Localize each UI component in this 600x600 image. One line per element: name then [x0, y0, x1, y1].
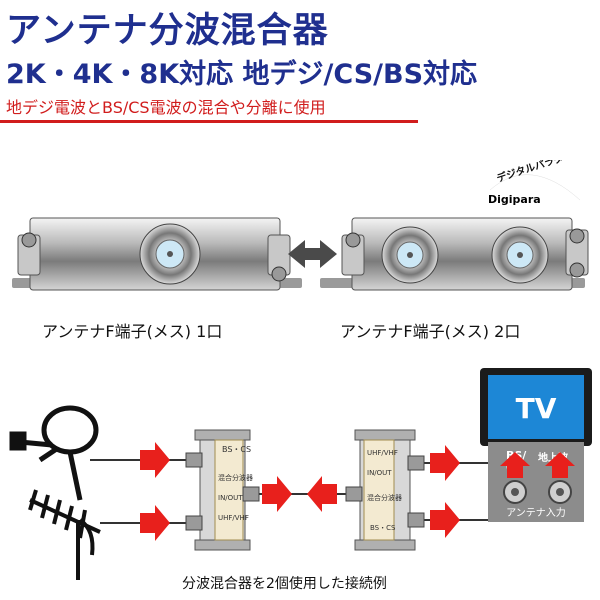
mixer-device-two: UHF/VHF IN/OUT 混合分波器 BS・CS [345, 429, 425, 551]
connection-diagram: BS・CS 混合分波器 IN/OUT UHF/VHF UHF/VHF IN/OU… [9, 368, 592, 580]
left-product-caption: アンテナF端子(メス) 1口 [42, 322, 223, 341]
device2-label-1: IN/OUT [367, 469, 392, 477]
device1-label-3: UHF/VHF [218, 514, 249, 522]
device1-label-0: BS・CS [222, 445, 251, 454]
arrow-right-4 [430, 445, 460, 481]
device2-label-0: UHF/VHF [367, 449, 398, 457]
device1-label-1: 混合分波器 [218, 473, 253, 482]
signal-arrows [140, 442, 460, 541]
device-two-port [320, 217, 589, 291]
page-title: アンテナ分波混合器 [6, 11, 329, 51]
satellite-dish-icon [9, 405, 99, 501]
page-description: 地デジ電波とBS/CS電波の混合や分離に使用 [6, 98, 326, 117]
arrow-right-5 [430, 502, 460, 538]
product-photos [12, 217, 589, 291]
tv-label: TV [516, 392, 557, 425]
uhf-antenna-icon [28, 489, 101, 580]
tv-icon: TV BS/ CS 地上波 アンテナ入力 [480, 368, 592, 522]
digipara-logo: デジタルパラダイス Digipara [488, 160, 584, 206]
device1-label-2: IN/OUT [218, 494, 243, 502]
logo-brand: Digipara [488, 193, 541, 206]
device2-label-2: 混合分波器 [367, 493, 402, 502]
diagram-caption: 分波混合器を2個使用した接続例 [182, 576, 387, 592]
arrow-down-1 [545, 452, 575, 478]
arrow-right-2 [140, 505, 170, 541]
antenna-input-label: アンテナ入力 [506, 506, 566, 519]
arrow-right-1 [140, 442, 170, 478]
device-one-port [12, 217, 302, 291]
arrow-right-3 [262, 476, 292, 512]
double-arrow-icon [288, 240, 337, 268]
right-product-caption: アンテナF端子(メス) 2口 [340, 322, 521, 341]
page-subtitle: 2K・4K・8K対応 地デジ/CS/BS対応 [6, 59, 478, 90]
arrow-left-1 [307, 476, 337, 512]
header-divider [0, 120, 418, 123]
arrow-up-1 [500, 452, 530, 478]
mixer-device-one: BS・CS 混合分波器 IN/OUT UHF/VHF [185, 429, 260, 551]
device2-label-3: BS・CS [370, 524, 396, 532]
logo-ring-text: デジタルパラダイス [495, 160, 584, 185]
